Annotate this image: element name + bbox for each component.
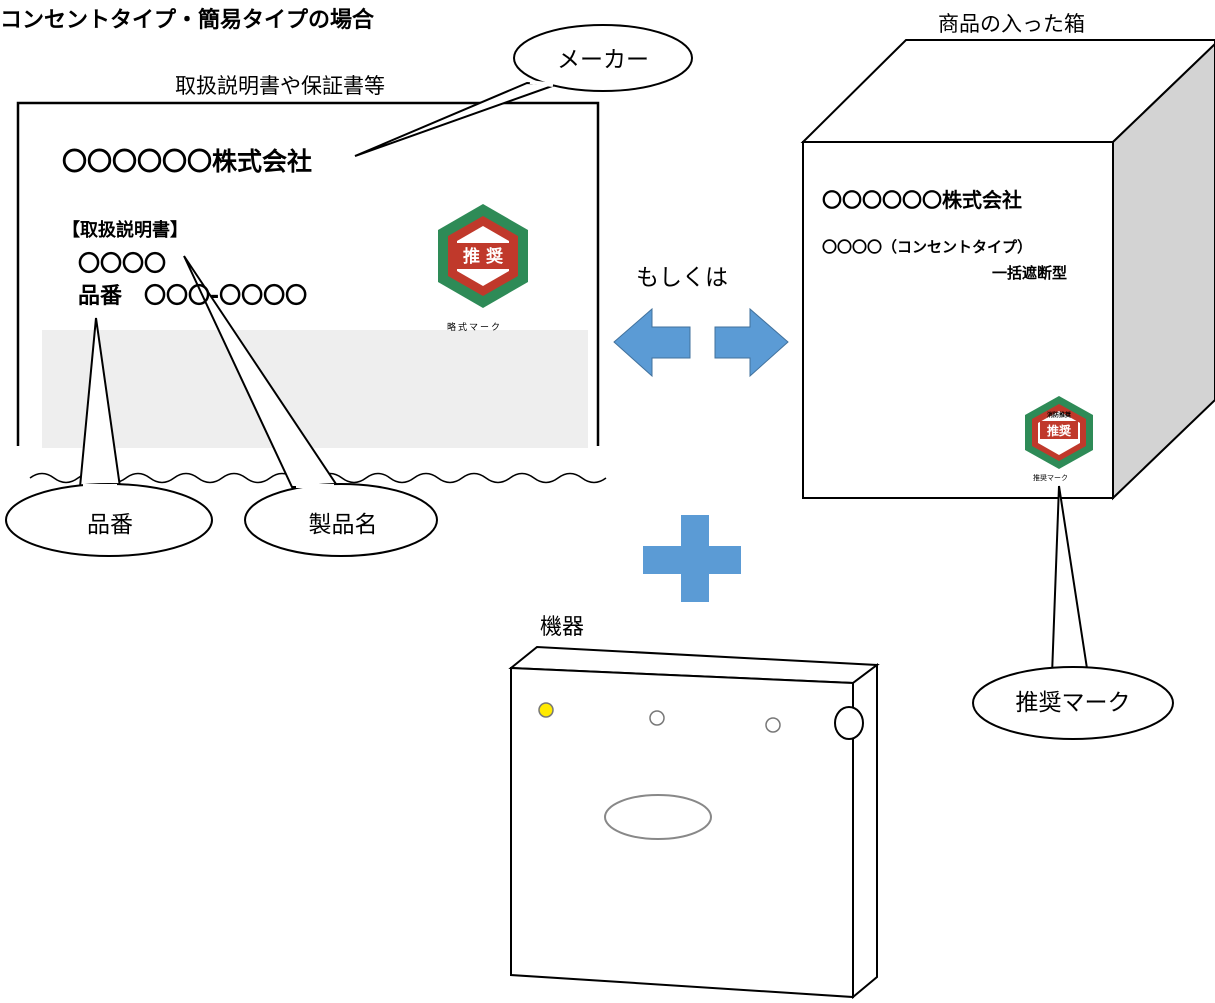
product-box: [800, 39, 1215, 501]
callout-mark-shape: [972, 485, 1174, 740]
or-label: もしくは: [636, 265, 728, 291]
box-caption: 商品の入った箱: [938, 12, 1085, 36]
box-mark-text: 推奨: [1047, 423, 1072, 438]
page-title: コンセントタイプ・簡易タイプの場合: [0, 8, 375, 33]
abbreviated-mark-caption: 略式マーク: [447, 323, 503, 333]
device-side-knob: [834, 706, 864, 740]
abbreviated-mark-text: 推 奨: [463, 246, 504, 267]
callout-product-label: 製品名: [308, 512, 378, 538]
document-model-number: 品番 〇〇〇-〇〇〇〇: [78, 284, 308, 309]
document-caption: 取扱説明書や保証書等: [175, 74, 385, 98]
callout-maker-shape: [354, 24, 693, 157]
double-arrow: [613, 307, 789, 378]
document-gray-band: [42, 330, 588, 448]
device-caption: 機器: [540, 615, 585, 640]
callout-mark-label: 推奨マーク: [1015, 690, 1131, 716]
box-type-line: 一括遮断型: [992, 264, 1068, 282]
mark-text-plate: [455, 243, 511, 269]
callout-maker-ellipse: [513, 24, 693, 92]
box-mark-top-text: 消防推奨: [1047, 411, 1072, 419]
callout-model-label: 品番: [87, 512, 133, 538]
document-company-name: 〇〇〇〇〇〇株式会社: [62, 147, 313, 176]
manual-label: 【取扱説明書】: [62, 220, 188, 241]
box-mark-caption: 推奨マーク: [1033, 474, 1068, 482]
callout-model-shape: [5, 317, 213, 557]
device-front-oval: [604, 794, 712, 840]
device: [508, 645, 880, 1000]
document-sheet: [16, 101, 607, 484]
box-product-line: 〇〇〇〇（コンセントタイプ）: [822, 238, 1033, 256]
indicator-light-2: [649, 710, 665, 726]
callout-mark-pointer: [1050, 485, 1090, 676]
box-mark-plate: [1040, 421, 1078, 439]
document-outline: [16, 101, 600, 446]
callout-product-ellipse: [244, 483, 438, 557]
callout-maker-mask: [529, 80, 554, 87]
indicator-light-3: [765, 717, 781, 733]
box-recommended-mark: 推奨 消防推奨: [1025, 396, 1093, 469]
callout-mark-ellipse: [972, 666, 1174, 740]
callout-product-shape: [183, 255, 438, 557]
box-company-name: 〇〇〇〇〇〇株式会社: [822, 188, 1022, 212]
arrow-left: [613, 307, 691, 378]
callout-maker-label: メーカー: [557, 47, 649, 73]
abbreviated-recommended-mark: 推 奨: [438, 204, 528, 308]
callout-maker-pointer: [354, 81, 556, 157]
indicator-light-yellow: [538, 702, 554, 718]
arrow-right: [714, 307, 789, 378]
document-product-name: 〇〇〇〇: [78, 252, 167, 277]
plus-icon: [643, 515, 741, 602]
